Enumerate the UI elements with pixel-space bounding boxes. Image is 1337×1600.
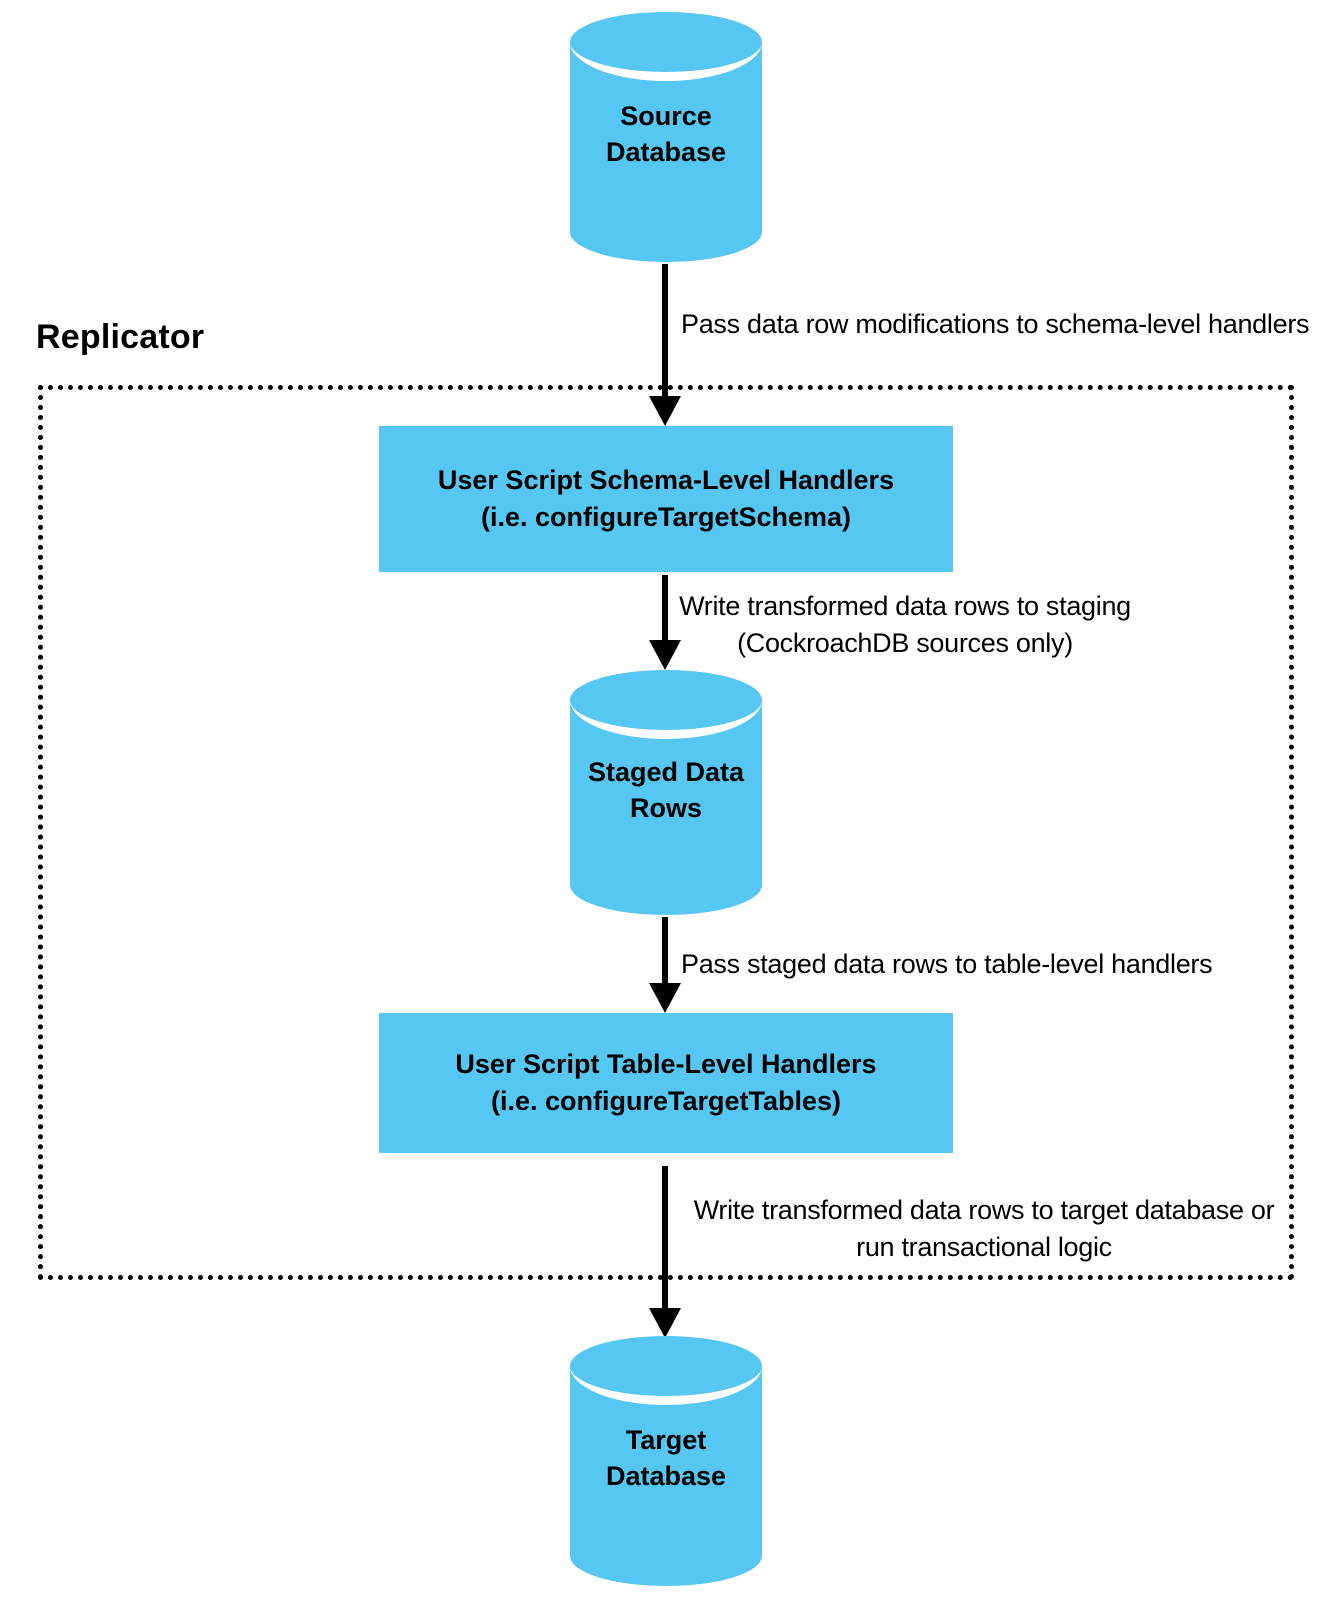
- source-database-node: Source Database: [570, 12, 762, 262]
- staged-data-rows-node: Staged Data Rows: [570, 670, 762, 915]
- staged-data-rows-label: Staged Data Rows: [587, 756, 745, 823]
- source-database-label: Source Database: [605, 101, 727, 168]
- arrowhead-icon: [649, 983, 681, 1013]
- edge-label-staged-to-table: Pass staged data rows to table-level han…: [681, 949, 1213, 979]
- table-level-handlers-node: User Script Table-Level Handlers (i.e. c…: [379, 1013, 953, 1153]
- target-database-label: Target Database: [605, 1425, 727, 1492]
- schema-level-handlers-node: User Script Schema-Level Handlers (i.e. …: [379, 426, 953, 572]
- database-cylinder-icon: [570, 12, 762, 262]
- arrowhead-icon: [649, 396, 681, 426]
- database-cylinder-icon: [570, 1336, 762, 1586]
- arrowhead-icon: [649, 1308, 681, 1338]
- arrow-table-handlers-to-target: [649, 1166, 681, 1338]
- arrow-staged-to-table-handlers: [649, 917, 681, 1013]
- edge-label-source-to-schema: Pass data row modifications to schema-le…: [681, 309, 1310, 339]
- database-cylinder-icon: [570, 670, 762, 915]
- target-database-node: Target Database: [570, 1336, 762, 1586]
- replicator-title: Replicator: [36, 318, 205, 356]
- table-level-handlers-label: User Script Table-Level Handlers (i.e. c…: [455, 1049, 877, 1116]
- arrow-source-to-schema-handlers: [649, 264, 681, 426]
- schema-level-handlers-label: User Script Schema-Level Handlers (i.e. …: [437, 465, 895, 532]
- arrow-schema-handlers-to-staged: [649, 575, 681, 670]
- arrowhead-icon: [649, 640, 681, 670]
- edge-label-schema-to-staged: Write transformed data rows to staging (…: [679, 591, 1131, 658]
- edge-label-table-to-target: Write transformed data rows to target da…: [693, 1195, 1275, 1262]
